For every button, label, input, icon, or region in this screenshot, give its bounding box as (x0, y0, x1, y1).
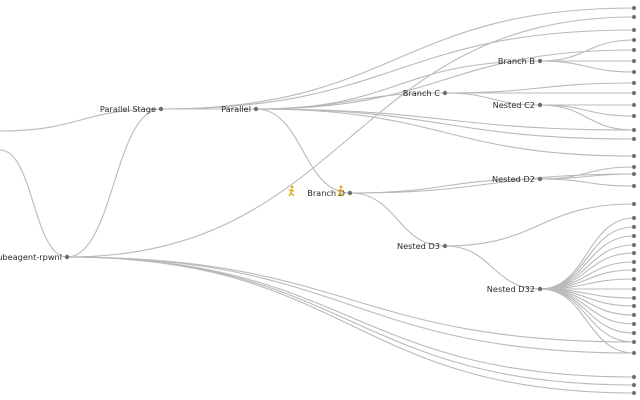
edge-nested-d32-to-leaf (539, 288, 635, 334)
edge-nested-d2-to-leaf (539, 178, 635, 187)
edge-nested-d3-to-nested-d32 (444, 245, 541, 290)
edge-nested-d2-to-leaf (539, 173, 635, 180)
edge-branch-d-to-leaf (349, 173, 635, 194)
leaf-node[interactable] (632, 340, 636, 344)
leaf-node[interactable] (632, 172, 636, 176)
edge-layer (0, 7, 635, 394)
edge-branch-d-to-nested-d3 (349, 192, 446, 247)
leaf-node[interactable] (632, 70, 636, 74)
edge-entry (0, 108, 162, 132)
leaf-node[interactable] (632, 313, 636, 317)
edge-nested-c2-to-leaf (539, 104, 635, 131)
edge-parallel-stage-to-leaf (160, 7, 635, 110)
edge-nested-d32-to-leaf (539, 288, 635, 325)
edge-kubeagent-rpwnl-to-leaf (66, 256, 635, 378)
leaf-node[interactable] (632, 260, 636, 264)
edge-nested-d32-to-leaf (539, 244, 635, 290)
edge-kubeagent-rpwnl-to-parallel-stage (66, 108, 162, 258)
leaf-node[interactable] (632, 48, 636, 52)
leaf-node[interactable] (632, 165, 636, 169)
node-branch-d[interactable] (347, 190, 353, 196)
leaf-node[interactable] (632, 391, 636, 395)
running-figure-icon (337, 185, 344, 197)
edge-branch-c-to-leaf (444, 82, 635, 94)
leaf-node[interactable] (632, 322, 636, 326)
leaf-node[interactable] (632, 59, 636, 63)
node-nested-c2[interactable] (537, 102, 543, 108)
leaf-node[interactable] (632, 114, 636, 118)
edge-kubeagent-rpwnl-to-leaf (66, 256, 635, 394)
edge-branch-b-to-leaf (539, 39, 635, 62)
edge-parallel-stage-to-leaf (160, 29, 635, 110)
edge-nested-d2-to-leaf (539, 166, 635, 180)
leaf-node[interactable] (632, 251, 636, 255)
leaf-node[interactable] (632, 268, 636, 272)
edge-parallel-to-leaf (255, 108, 635, 140)
node-label-nested-c2: Nested C2 (493, 100, 535, 110)
node-label-parallel-stage: Parallel Stage (100, 104, 156, 114)
edge-nested-d32-to-leaf (539, 217, 635, 290)
leaf-node[interactable] (632, 137, 636, 141)
node-label-kubeagent-rpwnl: kubeagent-rpwnl (0, 252, 62, 262)
leaf-node[interactable] (632, 91, 636, 95)
leaf-node[interactable] (632, 277, 636, 281)
node-label-parallel: Parallel (221, 104, 251, 114)
node-label-branch-d: Branch D (307, 188, 345, 198)
node-kubeagent-rpwnl[interactable] (64, 254, 70, 260)
leaf-node[interactable] (632, 202, 636, 206)
leaf-node[interactable] (632, 243, 636, 247)
leaf-node[interactable] (632, 375, 636, 379)
leaf-node[interactable] (632, 287, 636, 291)
node-nested-d2[interactable] (537, 176, 543, 182)
leaf-node[interactable] (632, 331, 636, 335)
leaf-node[interactable] (632, 216, 636, 220)
node-label-nested-d2: Nested D2 (492, 174, 535, 184)
edge-nested-d3-to-leaf (444, 203, 635, 247)
leaf-node[interactable] (632, 15, 636, 19)
node-nested-d3[interactable] (442, 243, 448, 249)
leaf-node[interactable] (632, 304, 636, 308)
edge-branch-b-to-leaf (539, 60, 635, 73)
leaf-node[interactable] (632, 6, 636, 10)
edge-parallel-to-branch-d (255, 108, 351, 194)
edge-kubeagent-rpwnl-to-leaf (66, 16, 635, 258)
node-label-branch-c: Branch C (403, 88, 440, 98)
leaf-node[interactable] (632, 383, 636, 387)
leaf-node[interactable] (632, 38, 636, 42)
leaf-node[interactable] (632, 234, 636, 238)
edge-entry (0, 149, 68, 258)
leaf-node[interactable] (632, 184, 636, 188)
leaf-node[interactable] (632, 128, 636, 132)
edge-nested-c2-to-leaf (539, 104, 635, 117)
leaf-node[interactable] (632, 81, 636, 85)
node-label-nested-d3: Nested D3 (397, 241, 440, 251)
edge-nested-d32-to-leaf (539, 288, 635, 354)
node-nested-d32[interactable] (537, 286, 543, 292)
leaf-node[interactable] (632, 296, 636, 300)
edge-kubeagent-rpwnl-to-leaf (66, 256, 635, 386)
leaf-node[interactable] (632, 225, 636, 229)
running-figure-icon (288, 185, 295, 197)
node-parallel-stage[interactable] (158, 106, 164, 112)
node-label-branch-b: Branch B (498, 56, 535, 66)
leaf-node[interactable] (632, 103, 636, 107)
leaf-node[interactable] (632, 28, 636, 32)
leaf-node[interactable] (632, 351, 636, 355)
node-parallel[interactable] (253, 106, 259, 112)
node-branch-c[interactable] (442, 90, 448, 96)
edge-nested-d32-to-leaf (539, 261, 635, 290)
edge-parallel-to-leaf (255, 49, 635, 110)
edge-kubeagent-rpwnl-to-leaf (66, 256, 635, 343)
leaf-node[interactable] (632, 154, 636, 158)
node-label-nested-d32: Nested D32 (487, 284, 535, 294)
edge-kubeagent-rpwnl-to-leaf (66, 256, 635, 354)
edge-parallel-to-leaf (255, 108, 635, 157)
node-branch-b[interactable] (537, 58, 543, 64)
